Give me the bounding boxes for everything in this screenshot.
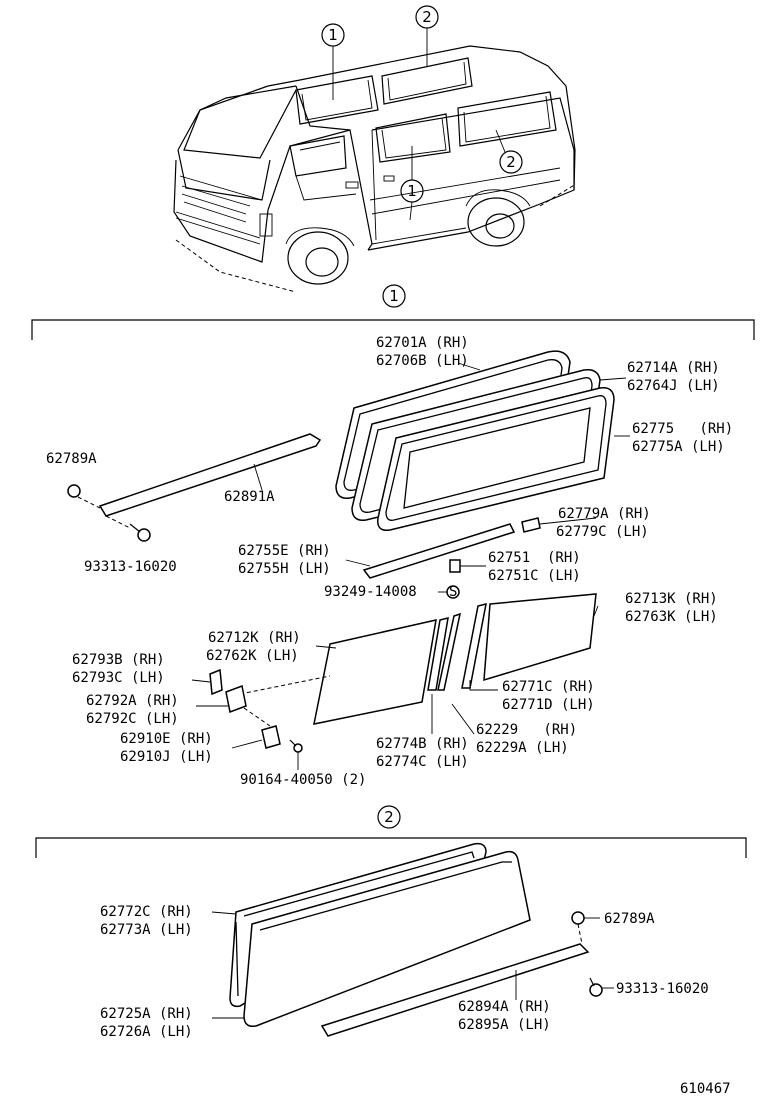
van-callout-2-top-label: 2 (422, 8, 432, 26)
label-s2-cap-nut: 62789A (604, 911, 655, 927)
label-cap-nut-1: 62789A (46, 451, 97, 467)
svg-text:S: S (449, 584, 457, 600)
van-illustration (173, 45, 577, 293)
section-1-parts: S (67, 350, 615, 753)
label-clip: 93249-14008 (324, 584, 417, 600)
section-2-leaders (211, 911, 614, 1019)
van-callout-1-top-label: 1 (328, 26, 338, 44)
label-division-rh: 62774B (RH) (376, 736, 469, 752)
label-pad-lh: 62793C (LH) (72, 670, 165, 686)
van-callout-1-top: 1 (321, 23, 345, 100)
section-1-header: 1 (31, 284, 755, 340)
section-2-marker: 2 (384, 808, 394, 826)
van-callout-2-side: 2 (495, 129, 523, 174)
label-plate-lh: 62792C (LH) (86, 711, 179, 727)
van-callout-1-side: 1 (400, 146, 424, 221)
label-s2-stay-lh: 62895A (LH) (458, 1017, 551, 1033)
label-rear-glass-lh: 62763K (LH) (625, 609, 718, 625)
label-s2-screw: 93313-16020 (616, 981, 709, 997)
label-frame-outer-lh: 62706B (LH) (376, 353, 469, 369)
label-s2-weatherstrip-rh: 62772C (RH) (100, 904, 193, 920)
van-callout-2-side-label: 2 (506, 153, 516, 171)
label-frame-outer-rh: 62701A (RH) (376, 335, 469, 351)
label-run-lh: 62229A (LH) (476, 740, 569, 756)
label-weatherstrip-rh: 62714A (RH) (627, 360, 720, 376)
section-1-leaders (191, 362, 630, 770)
label-rail-lh: 62755H (LH) (238, 561, 331, 577)
label-s2-glass-rh: 62725A (RH) (100, 1006, 193, 1022)
label-front-glass-rh: 62712K (RH) (208, 630, 301, 646)
van-callout-2-top: 2 (415, 5, 439, 66)
section-1-marker: 1 (389, 287, 399, 305)
section-2-labels: 62772C (RH) 62773A (LH) 62789A 93313-160… (100, 904, 709, 1040)
label-front-glass-lh: 62762K (LH) (206, 648, 299, 664)
label-stay-1: 62891A (224, 489, 275, 505)
label-division-lh: 62774C (LH) (376, 754, 469, 770)
label-latch-lh: 62910J (LH) (120, 749, 213, 765)
label-latch-screw: 90164-40050 (2) (240, 772, 366, 788)
van-callout-1-side-label: 1 (407, 182, 417, 200)
label-latch-rh: 62910E (RH) (120, 731, 213, 747)
label-channel-rh: 62771C (RH) (502, 679, 595, 695)
label-rail-rh: 62755E (RH) (238, 543, 331, 559)
label-s2-glass-lh: 62726A (LH) (100, 1024, 193, 1040)
label-s2-stay-rh: 62894A (RH) (458, 999, 551, 1015)
label-frame-inner-rh: 62775 (RH) (632, 421, 733, 437)
label-stopper-lh: 62779C (LH) (556, 524, 649, 540)
label-plate-rh: 62792A (RH) (86, 693, 179, 709)
label-s2-weatherstrip-lh: 62773A (LH) (100, 922, 193, 938)
label-screw-1: 93313-16020 (84, 559, 177, 575)
label-weatherstrip-lh: 62764J (LH) (627, 378, 720, 394)
section-2-parts (229, 842, 603, 1037)
diagram-number: 610467 (680, 1081, 731, 1097)
label-run-rh: 62229 (RH) (476, 722, 577, 738)
label-bracket-rh: 62751 (RH) (488, 550, 581, 566)
section-2-header: 2 (35, 805, 747, 858)
label-bracket-lh: 62751C (LH) (488, 568, 581, 584)
label-rear-glass-rh: 62713K (RH) (625, 591, 718, 607)
section-1-labels: 62701A (RH) 62706B (LH) 62714A (RH) 6276… (46, 335, 733, 788)
label-channel-lh: 62771D (LH) (502, 697, 595, 713)
label-stopper-rh: 62779A (RH) (558, 506, 651, 522)
label-pad-rh: 62793B (RH) (72, 652, 165, 668)
label-frame-inner-lh: 62775A (LH) (632, 439, 725, 455)
